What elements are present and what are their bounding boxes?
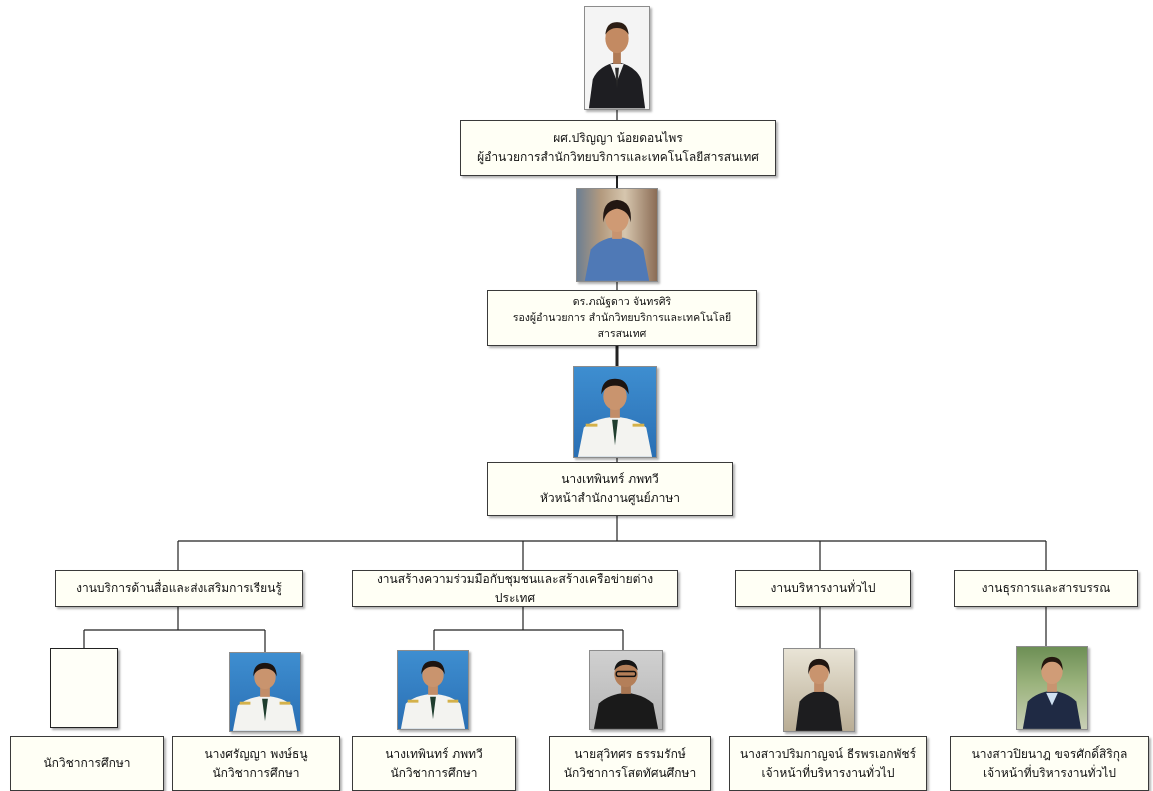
staff-photo	[229, 652, 301, 732]
uniform-portrait-icon	[400, 660, 466, 729]
woman-portrait-icon	[1022, 656, 1082, 729]
unit-label: งานบริการด้านสื่อและส่งเสริมการเรียนรู้	[76, 581, 282, 596]
staff-photo	[397, 650, 469, 730]
deputy-photo	[576, 188, 658, 282]
unit-general-admin: งานบริหารงานทั่วไป	[735, 570, 911, 607]
director-name: ผศ.ปริญญา น้อยดอนไพร	[553, 131, 683, 146]
staff-photo	[783, 648, 855, 732]
head-photo	[573, 366, 657, 458]
staff-title: นักวิชาการศึกษา	[390, 765, 478, 780]
man-portrait-icon	[588, 22, 646, 109]
staff-name: นางสาวปิยนาฎ ขจรศักดิ์สิริกุล	[971, 746, 1128, 761]
woman-portrait-icon	[795, 658, 843, 731]
staff-name: นางเทพินทร์ ภพทวี	[385, 746, 483, 761]
staff-box: นางเทพินทร์ ภพทวี นักวิชาการศึกษา	[352, 736, 516, 791]
unit-community-network: งานสร้างความร่วมมือกับชุมชนและสร้างเครือ…	[352, 570, 678, 607]
director-box: ผศ.ปริญญา น้อยดอนไพร ผู้อำนวยการสำนักวิท…	[460, 120, 776, 176]
head-box: นางเทพินทร์ ภพทวี หัวหน้าสำนักงานศูนย์ภา…	[487, 462, 733, 516]
unit-label: งานบริหารงานทั่วไป	[770, 581, 876, 596]
staff-box-vacant: นักวิชาการศึกษา	[10, 736, 164, 791]
unit-label: งานสร้างความร่วมมือกับชุมชนและสร้างเครือ…	[376, 571, 654, 605]
staff-title: นักวิชาการโสตทัศนศึกษา	[563, 765, 697, 780]
director-photo	[584, 6, 650, 110]
staff-box: นายสุวิทศร ธรรมรักษ์ นักวิชาการโสตทัศนศึ…	[549, 736, 711, 791]
staff-title: เจ้าหน้าที่บริหารงานทั่วไป	[761, 765, 895, 780]
staff-title: นักวิชาการศึกษา	[43, 756, 131, 771]
staff-photo-vacant	[50, 648, 118, 728]
deputy-title: รองผู้อำนวยการ สำนักวิทยบริการและเทคโนโล…	[512, 311, 732, 341]
staff-box: นางสาวปิยนาฎ ขจรศักดิ์สิริกุล เจ้าหน้าที…	[950, 736, 1149, 791]
staff-box: นางศรัญญา พงษ์ธนู นักวิชาการศึกษา	[172, 736, 340, 791]
deputy-box: ดร.ภณัฐดาว จันทรศิริ รองผู้อำนวยการ สำนั…	[487, 290, 757, 346]
director-title: ผู้อำนวยการสำนักวิทยบริการและเทคโนโลยีสา…	[477, 150, 759, 164]
uniform-portrait-icon	[232, 662, 298, 731]
head-title: หัวหน้าสำนักงานศูนย์ภาษา	[540, 491, 680, 505]
unit-clerical: งานธุรการและสารบรรณ	[954, 570, 1138, 607]
staff-name: นายสุวิทศร ธรรมรักษ์	[574, 746, 686, 761]
deputy-name: ดร.ภณัฐดาว จันทรศิริ	[572, 295, 672, 308]
woman-portrait-icon	[584, 199, 650, 281]
staff-box: นางสาวปริมกาญจน์ ธีรพรเอกพัชร์ เจ้าหน้าท…	[729, 736, 927, 791]
staff-photo	[1016, 646, 1088, 730]
unit-media-learning: งานบริการด้านสื่อและส่งเสริมการเรียนรู้	[55, 570, 303, 607]
staff-name: นางศรัญญา พงษ์ธนู	[204, 746, 308, 761]
man-portrait-icon	[593, 659, 659, 729]
unit-label: งานธุรการและสารบรรณ	[981, 581, 1111, 596]
head-name: นางเทพินทร์ ภพทวี	[561, 472, 659, 487]
uniform-portrait-icon	[577, 378, 653, 457]
staff-title: นักวิชาการศึกษา	[212, 765, 300, 780]
staff-name: นางสาวปริมกาญจน์ ธีรพรเอกพัชร์	[739, 746, 917, 761]
staff-title: เจ้าหน้าที่บริหารงานทั่วไป	[983, 765, 1116, 780]
staff-photo	[589, 650, 663, 730]
